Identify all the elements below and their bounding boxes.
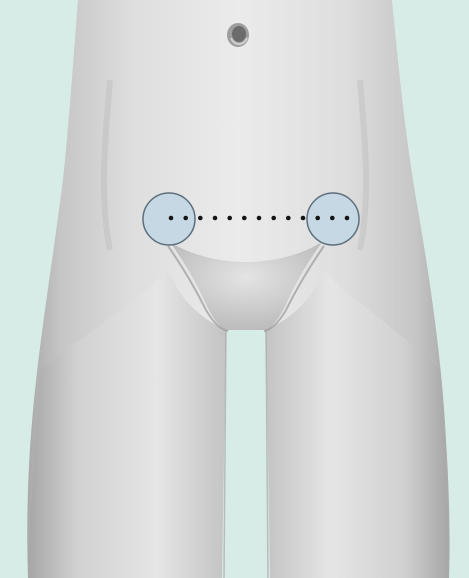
connector-dot [183, 216, 188, 221]
connector-dot [286, 216, 291, 221]
connector-dot [271, 216, 276, 221]
connector-dot [257, 216, 262, 221]
connector-dot [315, 216, 320, 221]
connector-dot [213, 216, 218, 221]
connector-dot [330, 216, 335, 221]
connector-dot [345, 216, 350, 221]
connector-dot [301, 216, 306, 221]
navel [227, 23, 249, 47]
connector-dot [169, 216, 174, 221]
connector-dot [242, 216, 247, 221]
connector-dot [198, 216, 203, 221]
connector-dot [227, 216, 232, 221]
